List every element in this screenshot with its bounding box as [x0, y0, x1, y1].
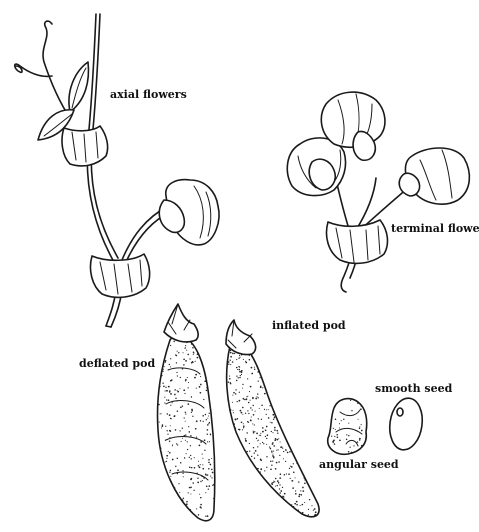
label-deflated-pod: deflated pod [79, 358, 155, 369]
inflated-pod-body [227, 342, 319, 516]
terminal-flower-plant [287, 92, 469, 292]
label-terminal-flower: terminal flower [391, 223, 479, 234]
smooth-seed-shape [387, 396, 426, 452]
inflated-pod-calyx [226, 320, 256, 355]
label-inflated-pod: inflated pod [272, 320, 346, 331]
label-smooth-seed: smooth seed [375, 383, 452, 394]
angular-seed-shape [328, 399, 367, 455]
tendril [43, 21, 70, 118]
label-angular-seed: angular seed [319, 459, 399, 470]
deflated-pod [158, 304, 215, 521]
axial-flower-plant [15, 14, 219, 327]
label-axial-flowers: axial flowers [110, 89, 187, 100]
smooth-seed [387, 396, 426, 452]
angular-seed [328, 399, 367, 455]
inflated-pod [226, 320, 319, 517]
